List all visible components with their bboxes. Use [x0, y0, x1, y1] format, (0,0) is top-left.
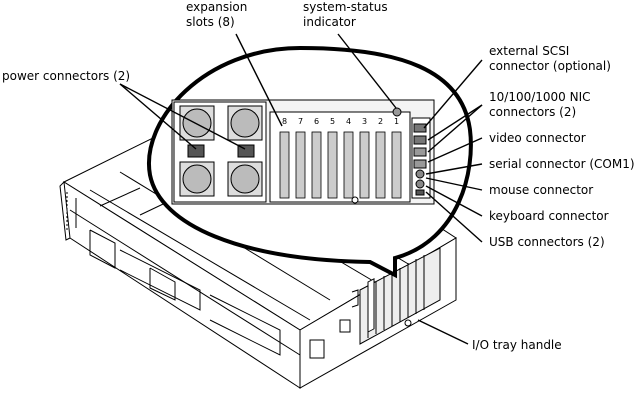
- label-video: video connector: [489, 131, 586, 145]
- slot-numbers: 8 7 6 5 4 3 2 1: [282, 117, 399, 126]
- slot-number: 2: [378, 117, 383, 126]
- label-io-tray: I/O tray handle: [472, 338, 562, 352]
- fan-icon: [179, 105, 263, 197]
- label-mouse: mouse connector: [489, 183, 594, 197]
- leader-lines: [119, 33, 483, 345]
- label-serial: serial connector (COM1): [489, 157, 635, 171]
- io-connectors: [411, 117, 431, 199]
- label-external-scsi-2: connector (optional): [489, 59, 611, 73]
- label-keyboard: keyboard connector: [489, 209, 609, 223]
- label-nic-1: 10/100/1000 NIC: [489, 90, 591, 104]
- slot-number: 6: [314, 117, 319, 126]
- label-external-scsi-1: external SCSI: [489, 44, 570, 58]
- slot-number: 7: [298, 117, 303, 126]
- slot-number: 5: [330, 117, 335, 126]
- label-nic-2: connectors (2): [489, 105, 577, 119]
- expansion-slots: [279, 131, 402, 199]
- label-usb: USB connectors (2): [489, 235, 605, 249]
- slot-number: 8: [282, 117, 287, 126]
- back-panel-small: [309, 247, 441, 359]
- magnified-panel: [171, 99, 435, 205]
- label-expansion-slots-2: slots (8): [186, 15, 235, 29]
- power-connector-icon: [187, 144, 255, 158]
- label-system-status-1: system-status: [303, 0, 388, 14]
- label-system-status-2: indicator: [303, 15, 356, 29]
- label-power-connectors: power connectors (2): [2, 69, 131, 83]
- slot-number: 4: [346, 117, 351, 126]
- status-indicator-icon: [392, 107, 402, 117]
- slot-number: 1: [394, 117, 399, 126]
- label-expansion-slots-1: expansion: [186, 0, 248, 14]
- server-back-panel-diagram: 8 7 6 5 4 3 2 1: [59, 33, 483, 389]
- diagram-stage: 8 7 6 5 4 3 2 1 expansion slots (8) system-stat…: [2, 0, 635, 389]
- slot-number: 3: [362, 117, 367, 126]
